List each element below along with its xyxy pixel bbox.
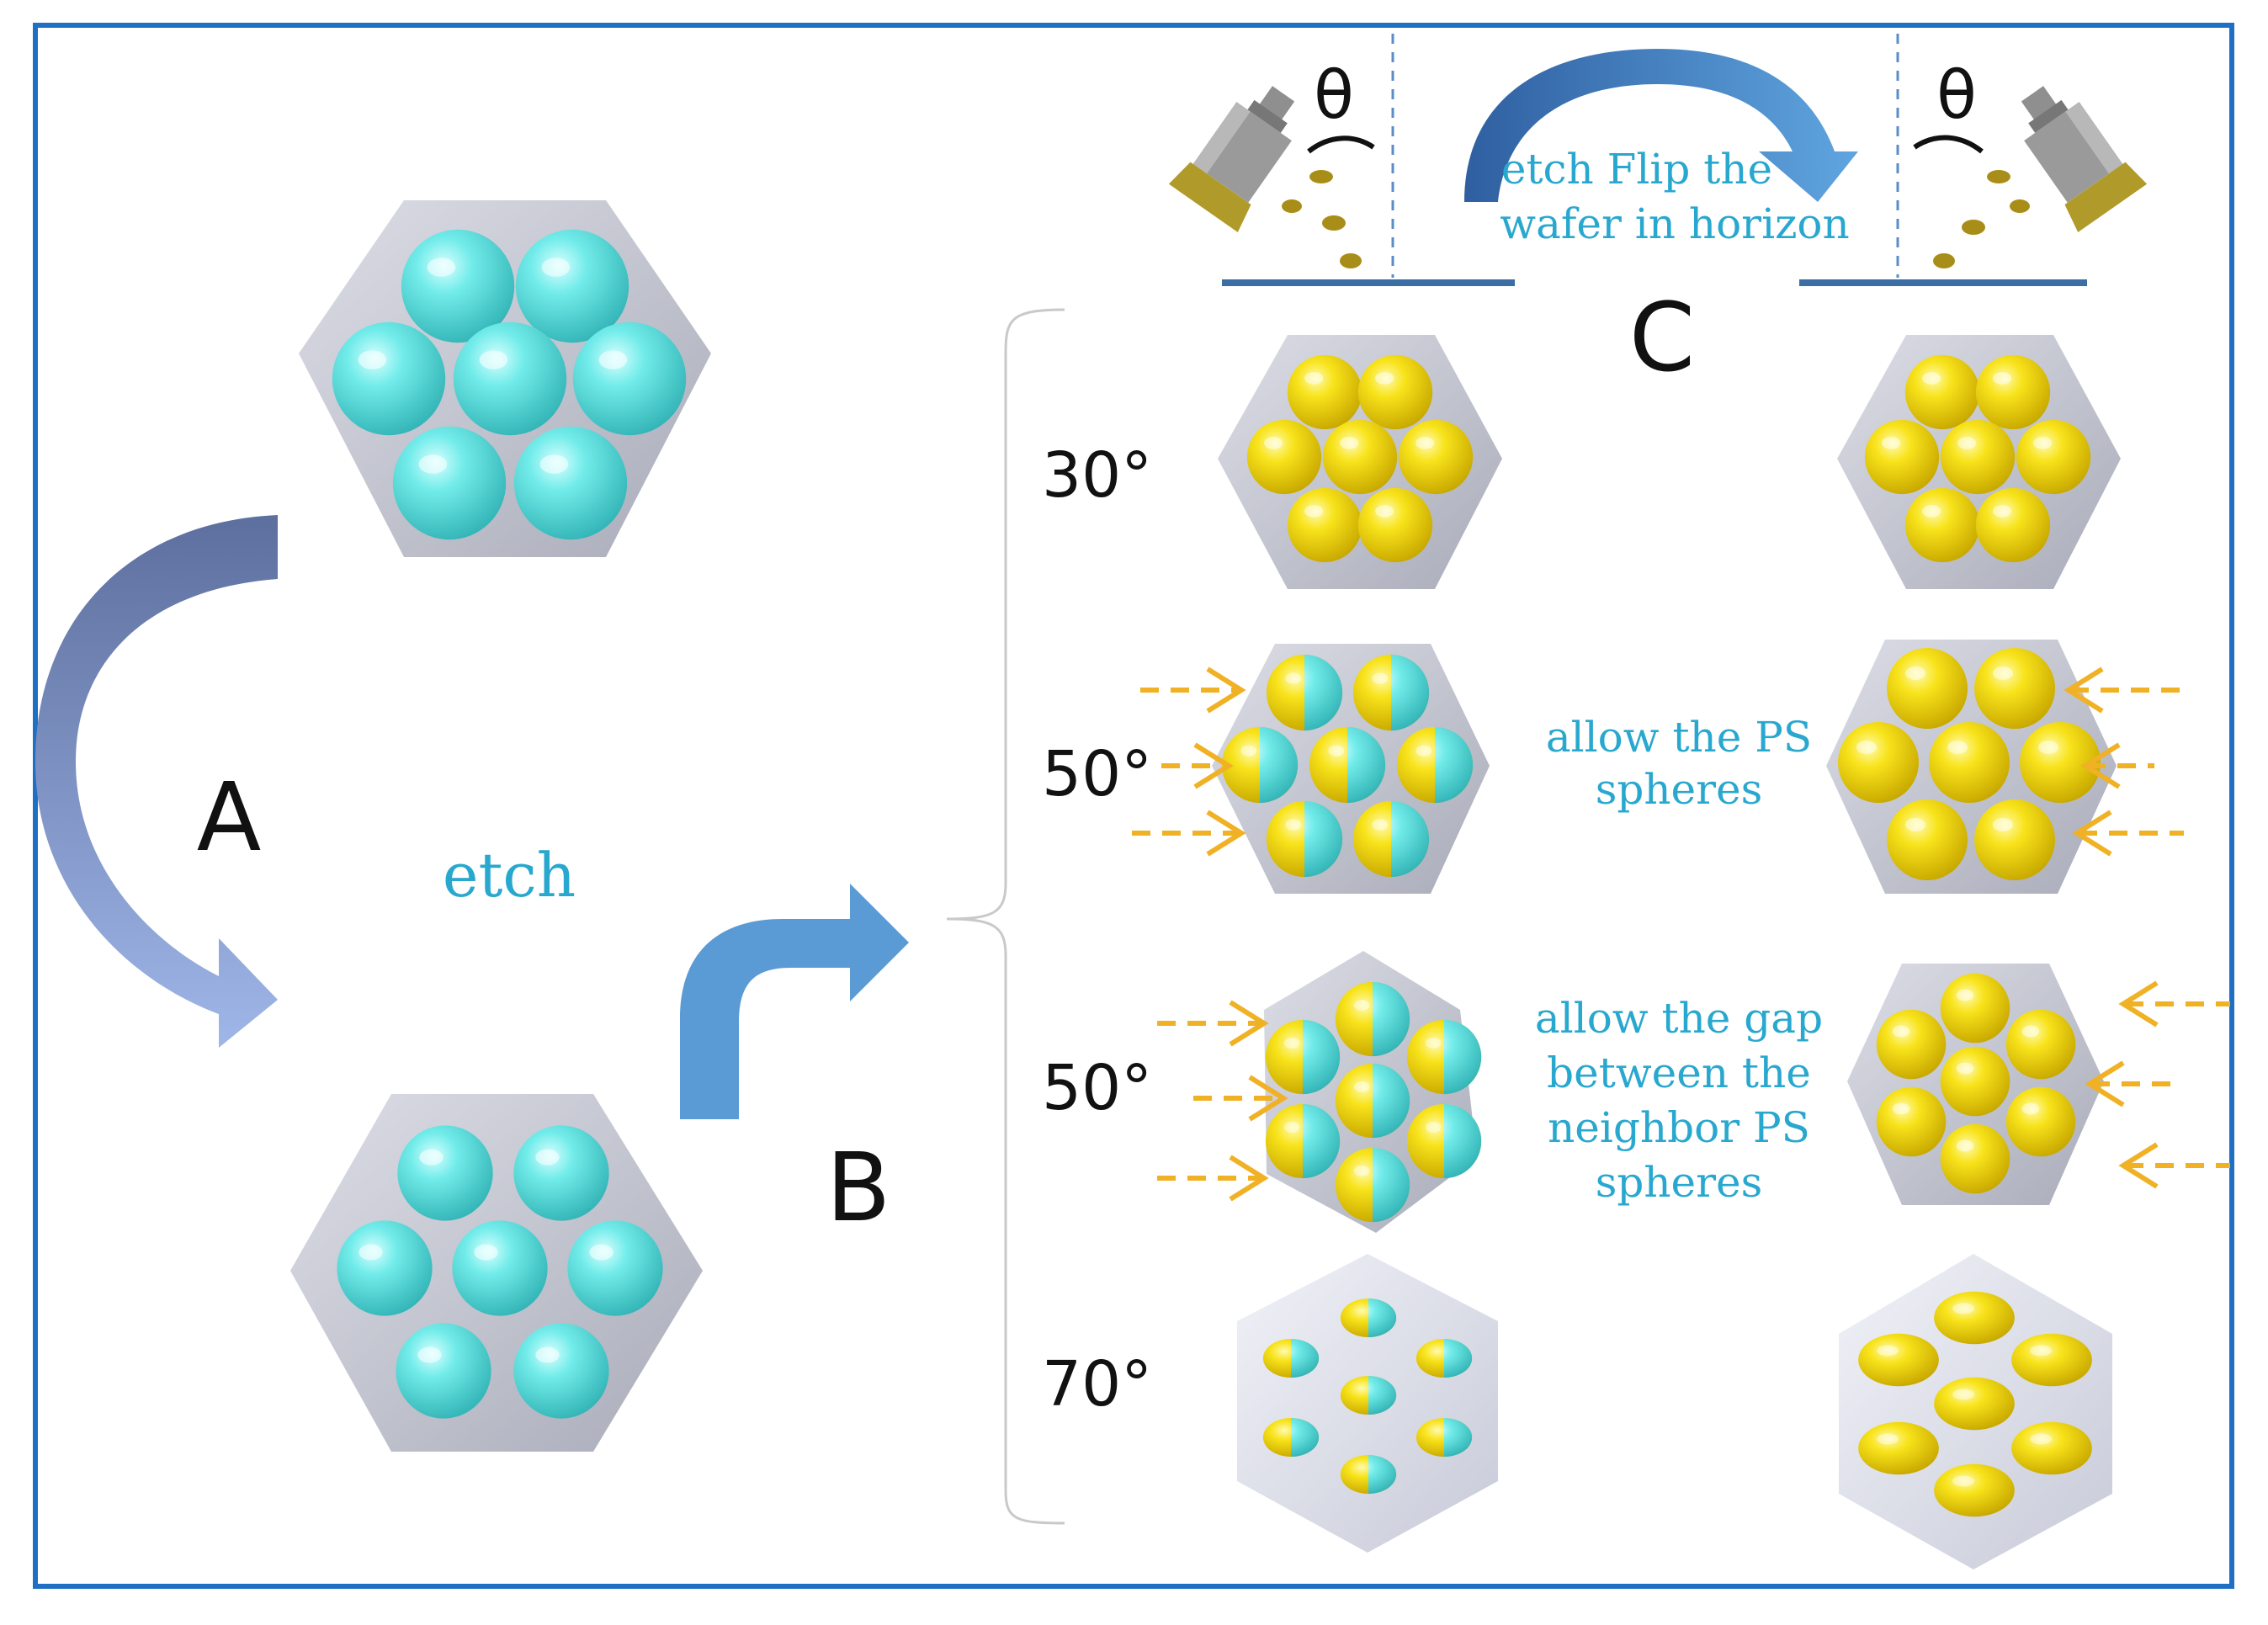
- row4-right-hexagon: [1839, 1254, 2112, 1569]
- row2-right-arrows: [2064, 666, 2184, 857]
- row2-left-arrows: [1132, 666, 1246, 857]
- panel-a-top-hexagon: [299, 200, 711, 557]
- angle-row2: 50°: [1042, 738, 1152, 810]
- label-b: B: [826, 1134, 891, 1243]
- row3-right-hexagon: [1847, 964, 2104, 1205]
- note-row3-line4: spheres: [1596, 1158, 1763, 1207]
- label-etch: etch: [443, 840, 576, 911]
- theta-arc-left: [1307, 135, 1375, 154]
- theta-right: θ: [1936, 58, 1977, 134]
- row1-right-hexagon: [1837, 335, 2121, 589]
- evaporation-gun-right: [1933, 69, 2148, 268]
- arrow-b: [680, 884, 909, 1119]
- flip-arrow: [1464, 49, 1858, 202]
- row1-left-hexagon: [1218, 335, 1502, 589]
- row4-left-hexagon: [1237, 1254, 1498, 1553]
- angle-row1: 30°: [1042, 439, 1152, 512]
- flip-note-line2: wafer in horizon: [1500, 199, 1849, 248]
- note-row3-line2: between the: [1547, 1049, 1811, 1097]
- row3-left-hexagon: [1264, 951, 1481, 1233]
- flip-note-line1: etch Flip the: [1501, 145, 1772, 194]
- row2-right-hexagon: [1826, 640, 2117, 894]
- angle-row4: 70°: [1042, 1348, 1152, 1421]
- figure-frame: [33, 23, 2234, 1589]
- label-c: C: [1629, 284, 1695, 393]
- row3-left-arrows: [1157, 1000, 1288, 1202]
- evaporation-gun-left: [1168, 69, 1362, 268]
- note-row3-line3: neighbor PS: [1548, 1103, 1810, 1152]
- theta-arc-right: [1913, 135, 1984, 154]
- panel-a-bottom-hexagon: [290, 1094, 703, 1452]
- row2-left-hexagon: [1212, 644, 1490, 894]
- bracket: [946, 308, 1065, 1525]
- note-row2-line2: spheres: [1596, 765, 1763, 814]
- row3-right-arrows: [2085, 980, 2230, 1189]
- theta-left: θ: [1314, 58, 1354, 134]
- note-row2-line1: allow the PS: [1546, 713, 1812, 762]
- note-row3-line1: allow the gap: [1535, 994, 1823, 1043]
- angle-row3: 50°: [1042, 1052, 1152, 1124]
- label-a: A: [197, 763, 262, 873]
- arrow-a: [35, 515, 278, 1048]
